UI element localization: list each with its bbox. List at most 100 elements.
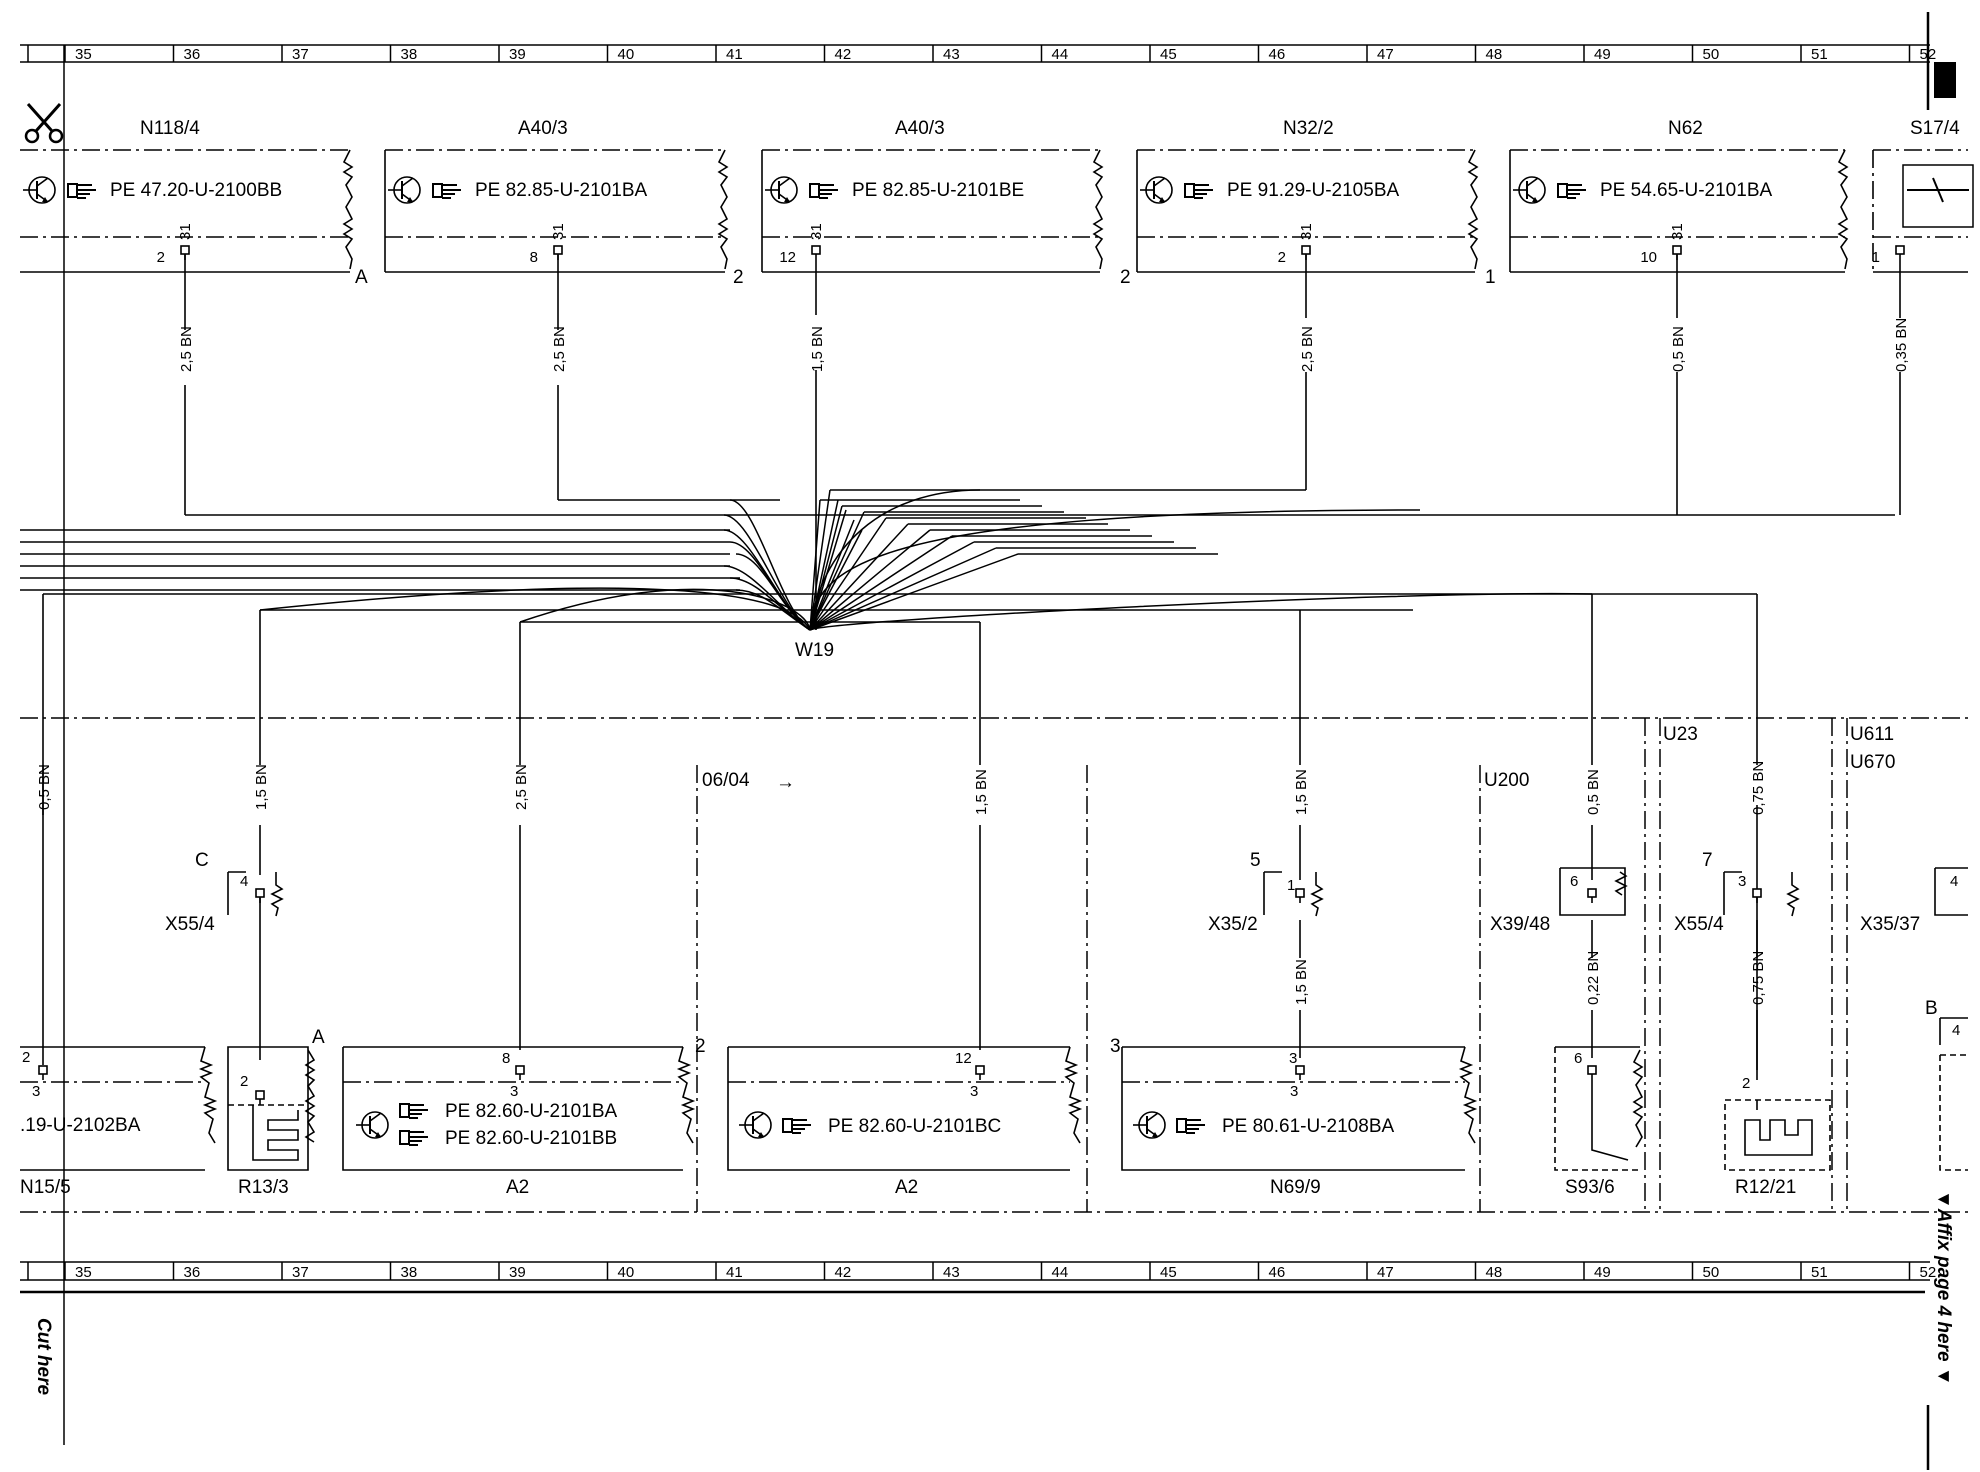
b-comp-pin: 4 [1952, 1022, 1960, 1039]
r12-21-name: R12/21 [1735, 1177, 1796, 1198]
ruler-number: 50 [1703, 1264, 1720, 1281]
ruler-number: 40 [618, 46, 635, 63]
section-u670: U670 [1850, 752, 1895, 773]
ruler-number: 47 [1377, 46, 1394, 63]
top-component-pin: 10 [1640, 249, 1657, 266]
ruler-number: 39 [509, 46, 526, 63]
x55-4-right-edge-label: 7 [1702, 850, 1713, 871]
n69-9-pin: 3 [1289, 1050, 1297, 1067]
top-component-pin-top: 31 [1669, 223, 1686, 240]
ruler-number: 48 [1486, 46, 1503, 63]
connector-x35-37 [1934, 867, 1968, 916]
ruler-number: 39 [509, 1264, 526, 1281]
a2-right-pe: PE 82.60-U-2101BC [828, 1116, 1001, 1137]
section-u611: U611 [1850, 724, 1894, 745]
bottom-connector-labels: C 4 X55/4 5 1 X35/2 6 X39/48 7 3 X55/4 4… [165, 850, 1958, 935]
wire-gauge-label: 0,75 BN [1750, 951, 1767, 1005]
transistor-icon [738, 1111, 772, 1139]
a2-right-pin: 12 [955, 1050, 972, 1067]
ruler-number: 49 [1594, 1264, 1611, 1281]
n69-9-pe: PE 80.61-U-2108BA [1222, 1116, 1394, 1137]
transistor-icon [1512, 176, 1546, 204]
wire-gauge-label: 1,5 BN [809, 326, 826, 372]
x35-37-pin: 4 [1950, 873, 1958, 890]
wire-gauge-label: 1,5 BN [1293, 769, 1310, 815]
x35-2-pin: 1 [1287, 877, 1295, 894]
registration-mark [1934, 62, 1956, 98]
transistor-icon [387, 176, 421, 204]
a2-left-pe2: PE 82.60-U-2101BB [445, 1128, 617, 1149]
top-component-name: A40/3 [895, 118, 945, 139]
a2-left-edge: 2 [695, 1036, 706, 1057]
transistor-icon [1139, 176, 1173, 204]
top-component-edge: 2 [733, 267, 744, 288]
top-component-edge: A [355, 267, 368, 288]
a2-left-pe1: PE 82.60-U-2101BA [445, 1101, 617, 1122]
bottom-connectors [227, 867, 1968, 917]
wire-gauge-label: 0,5 BN [1670, 326, 1687, 372]
r13-3-name: R13/3 [238, 1177, 289, 1198]
top-component-pe: PE 54.65-U-2101BA [1600, 180, 1772, 201]
transistor-icon [22, 176, 56, 204]
transistor-icon [1132, 1111, 1166, 1139]
top-component-pin-top: 31 [1298, 223, 1315, 240]
s93-6-pin: 6 [1574, 1050, 1582, 1067]
x39-48-name: X39/48 [1490, 914, 1550, 935]
ruler-number: 41 [726, 1264, 743, 1281]
ruler-number: 36 [184, 46, 201, 63]
wire-gauge-label: 2,5 BN [1299, 326, 1316, 372]
ruler-number: 43 [943, 1264, 960, 1281]
component-n69-9 [1121, 1046, 1478, 1171]
ruler-number: 38 [401, 1264, 418, 1281]
section-u200: U200 [1484, 770, 1529, 791]
top-component-pin-top: 31 [808, 223, 825, 240]
n15-5-pin: 2 [22, 1049, 30, 1066]
component-r12-21 [1724, 1099, 1831, 1171]
ruler-number: 52 [1920, 1264, 1937, 1281]
x55-4-right-name: X55/4 [1674, 914, 1724, 935]
ruler-number: 49 [1594, 46, 1611, 63]
ruler-number: 43 [943, 46, 960, 63]
ruler-number: 48 [1486, 1264, 1503, 1281]
n69-9-edge: 3 [1110, 1036, 1121, 1057]
wire-gauge-label: 1,5 BN [1293, 959, 1310, 1005]
top-component-pin: 2 [1278, 249, 1286, 266]
ruler-number: 45 [1160, 1264, 1177, 1281]
top-component-name: S17/4 [1910, 118, 1960, 139]
wire-gauge-label: 2,5 BN [513, 764, 530, 810]
hand-pointer-icon [809, 183, 839, 199]
wire-gauge-label: 1,5 BN [253, 764, 270, 810]
x35-2-edge-label: 5 [1250, 850, 1261, 871]
top-component-pin: 1 [1872, 249, 1880, 266]
component-b [1939, 1017, 1968, 1171]
s93-6-name: S93/6 [1565, 1177, 1615, 1198]
a2-right-pin-bottom: 3 [970, 1083, 978, 1100]
ruler-number: 35 [75, 1264, 92, 1281]
n15-5-pe: .19-U-2102BA [20, 1115, 141, 1136]
bottom-component-labels: .19-U-2102BA N15/5 2 3 A 2 R13/3 8 3 2 P… [20, 998, 1960, 1198]
connector-x39-48 [1559, 867, 1628, 916]
cut-here-label: Cut here [33, 1318, 54, 1396]
r13-3-edge: A [312, 1027, 325, 1048]
ruler-number: 37 [292, 1264, 309, 1281]
ruler-number: 44 [1052, 46, 1069, 63]
a2-left-pin-bottom: 3 [510, 1083, 518, 1100]
ruler-number: 42 [835, 46, 852, 63]
connector-x35-2 [1263, 871, 1324, 917]
connector-x55-4-left [227, 871, 284, 917]
component-a2-right [727, 1046, 1083, 1171]
connector-fan [259, 489, 1593, 631]
x39-48-pin: 6 [1570, 873, 1578, 890]
top-component-pin: 12 [779, 249, 796, 266]
a2-right-name: A2 [895, 1177, 918, 1198]
component-r13-3 [227, 1046, 316, 1171]
top-component-pin-top: 31 [550, 223, 567, 240]
n15-5-pin-bottom: 3 [32, 1083, 40, 1100]
date-marker: 06/04 [702, 770, 750, 791]
top-component-edge: 2 [1120, 267, 1131, 288]
scissors-icon [24, 103, 64, 144]
ruler-number: 35 [75, 46, 92, 63]
